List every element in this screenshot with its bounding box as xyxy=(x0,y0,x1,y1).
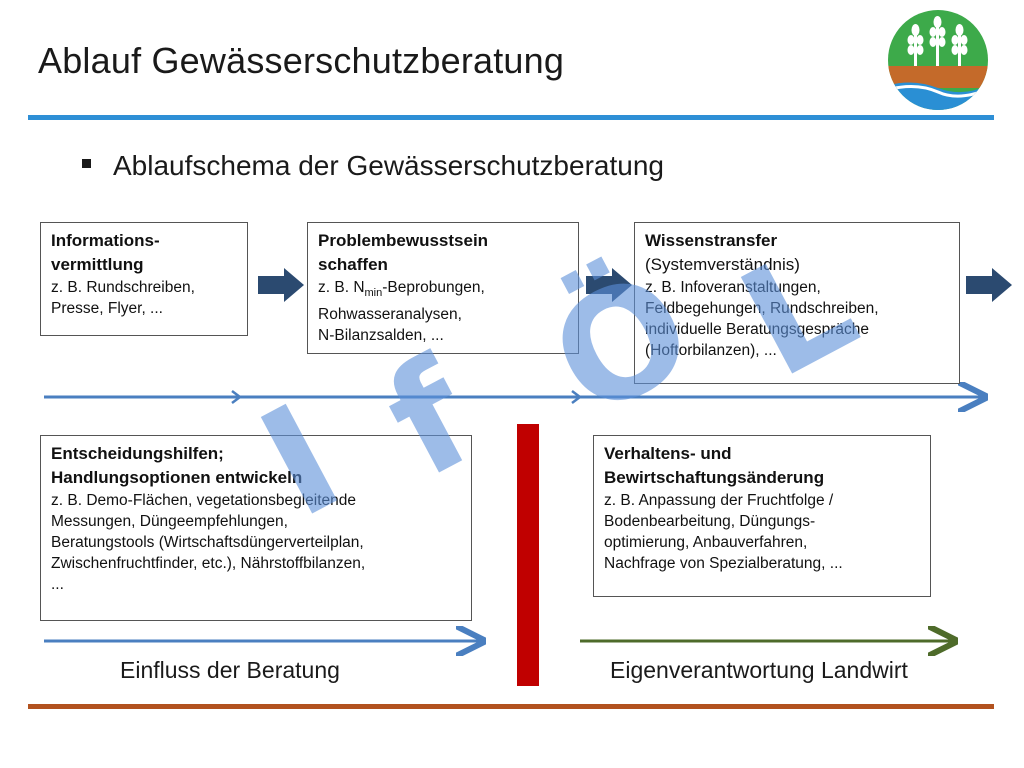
bottom-divider xyxy=(28,704,994,709)
bullet-text: Ablaufschema der Gewässerschutzberatung xyxy=(113,150,664,181)
step-detail: z. B. Rundschreiben, xyxy=(51,279,195,296)
step-title: Bewirtschaftungsänderung xyxy=(604,468,825,487)
block-arrow-icon xyxy=(966,268,1012,302)
step-detail: Feldbegehungen, Rundschreiben, xyxy=(645,300,879,317)
step-detail: (Hoftorbilanzen), ... xyxy=(645,342,777,359)
step-detail: Zwischenfruchtfinder, etc.), Nährstoffbi… xyxy=(51,555,366,572)
step-title: schaffen xyxy=(318,255,388,274)
step-title: Entscheidungshilfen; xyxy=(51,444,224,463)
step-title: Problembewusstsein xyxy=(318,231,489,250)
step-detail: N-Bilanzsalden, ... xyxy=(318,327,444,345)
step-title: Informations- xyxy=(51,231,160,250)
step-title: Wissenstransfer xyxy=(645,231,778,250)
step-wissenstransfer: Wissenstransfer (Systemverständnis) z. B… xyxy=(634,222,960,384)
logo-icon xyxy=(888,10,988,110)
bullet-square-icon xyxy=(82,159,91,169)
label-eigenverantwortung: Eigenverantwortung Landwirt xyxy=(610,657,908,683)
divider-red-bar xyxy=(517,424,539,686)
step-title: Handlungsoptionen entwickeln xyxy=(51,468,303,487)
step-entscheidungshilfen: Entscheidungshilfen; Handlungsoptionen e… xyxy=(40,435,472,621)
step-detail: Presse, Flyer, ... xyxy=(51,300,163,317)
step-detail: z. B. Anpassung der Fruchtfolge / xyxy=(604,492,834,509)
step-detail: optimierung, Anbauverfahren, xyxy=(604,534,808,551)
step-problembewusstsein: Problembewusstsein schaffen z. B. Nmin-B… xyxy=(307,222,579,354)
label-einfluss-beratung: Einfluss der Beratung xyxy=(120,657,340,683)
step-verhaltensaenderung: Verhaltens- und Bewirtschaftungsänderung… xyxy=(593,435,931,597)
step-detail: ... xyxy=(51,576,64,593)
timeline-tick-1 xyxy=(231,390,243,404)
step-detail: Beratungstools (Wirtschaftsdüngerverteil… xyxy=(51,534,364,551)
title-divider xyxy=(28,115,994,120)
step-detail: Messungen, Düngeempfehlungen, xyxy=(51,513,288,530)
block-arrow-icon xyxy=(258,268,304,302)
step-detail: Nachfrage von Spezialberatung, ... xyxy=(604,555,843,572)
step-title: vermittlung xyxy=(51,255,144,274)
step-detail-text: z. B. N xyxy=(318,279,365,296)
step-detail: z. B. Nmin-Beprobungen, xyxy=(318,277,568,304)
page-title: Ablauf Gewässerschutzberatung xyxy=(38,40,565,81)
step-detail: Bodenbearbeitung, Düngungs- xyxy=(604,513,816,530)
step-detail: z. B. Demo-Flächen, vegetationsbegleiten… xyxy=(51,492,357,509)
step-subtitle: (Systemverständnis) xyxy=(645,255,800,274)
step-informationsvermittlung: Informations- vermittlung z. B. Rundschr… xyxy=(40,222,248,336)
step-detail: individuelle Beratungsgespräche xyxy=(645,321,870,338)
bullet-point: Ablaufschema der Gewässerschutzberatung xyxy=(82,150,664,182)
step-detail-text: -Beprobungen, xyxy=(382,279,485,296)
step-title: Verhaltens- und xyxy=(604,444,732,463)
step-detail: z. B. Infoveranstaltungen, xyxy=(645,279,821,296)
subscript-min: min xyxy=(364,287,383,300)
block-arrow-icon xyxy=(586,268,632,302)
step-detail: Rohwasseranalysen, xyxy=(318,306,462,324)
timeline-tick-2 xyxy=(571,390,583,404)
